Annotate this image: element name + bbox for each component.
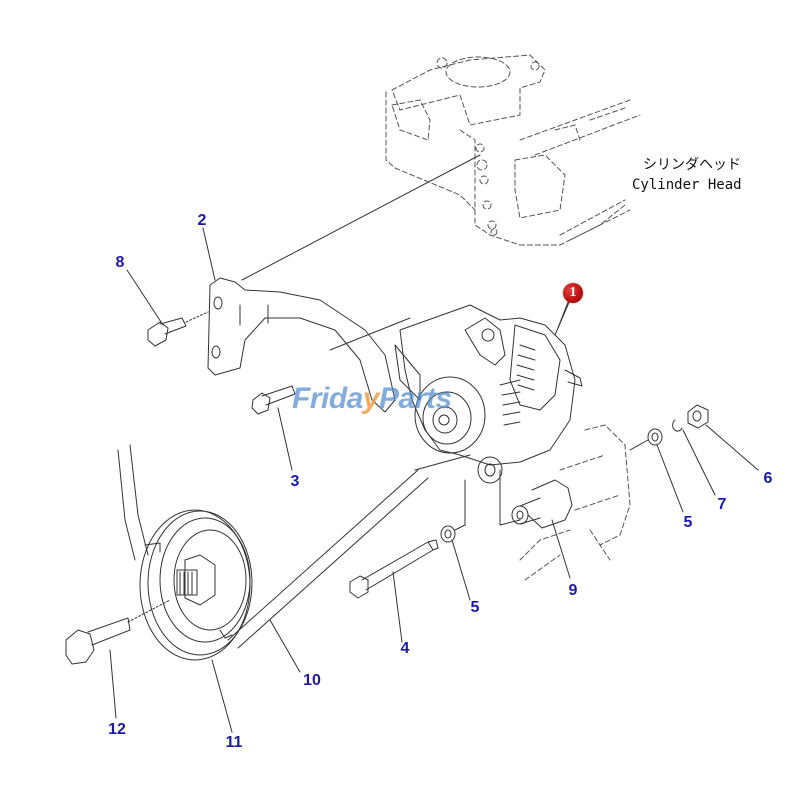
washer-5-lower-drawing (440, 525, 456, 543)
callout-7-lock-washer[interactable]: 7 (717, 496, 727, 513)
cylinder-head-label-en: Cylinder Head (632, 177, 742, 193)
cylinder-head-drawing (385, 54, 641, 246)
spacer-9-drawing (511, 479, 573, 529)
callout-11-pulley[interactable]: 11 (225, 734, 243, 751)
bolt-3-drawing (251, 385, 296, 415)
lock-washer-7-drawing (672, 419, 683, 432)
callout-2-bracket[interactable]: 2 (197, 212, 207, 229)
washer-5-right-drawing (647, 428, 663, 446)
callout-8-bolt[interactable]: 8 (115, 254, 125, 271)
bracket-drawing (207, 277, 396, 413)
callout-9-spacer[interactable]: 9 (568, 582, 578, 599)
bolt-12-drawing (65, 599, 171, 665)
callout-4-long-bolt[interactable]: 4 (400, 640, 410, 657)
callout-3-bolt[interactable]: 3 (290, 473, 300, 490)
callout-6-nut[interactable]: 6 (763, 470, 773, 487)
alternator-drawing (394, 304, 583, 484)
bolt-8-drawing (147, 311, 209, 347)
nut-6-drawing (687, 404, 709, 429)
long-bolt-4-drawing (349, 539, 439, 599)
callout-5-washer-lower[interactable]: 5 (470, 599, 480, 616)
callout-1-alternator[interactable]: 1 (563, 283, 583, 303)
pulley-11-drawing (139, 509, 253, 661)
cylinder-head-label-jp: シリンダヘッド (643, 157, 741, 173)
callout-5-washer-right[interactable]: 5 (683, 514, 693, 531)
callout-12-bolt[interactable]: 12 (108, 721, 126, 738)
phantom-mount-drawing (519, 424, 631, 581)
callout-10-v-belt[interactable]: 10 (303, 672, 321, 689)
watermark-logo: FridayParts (292, 382, 452, 415)
